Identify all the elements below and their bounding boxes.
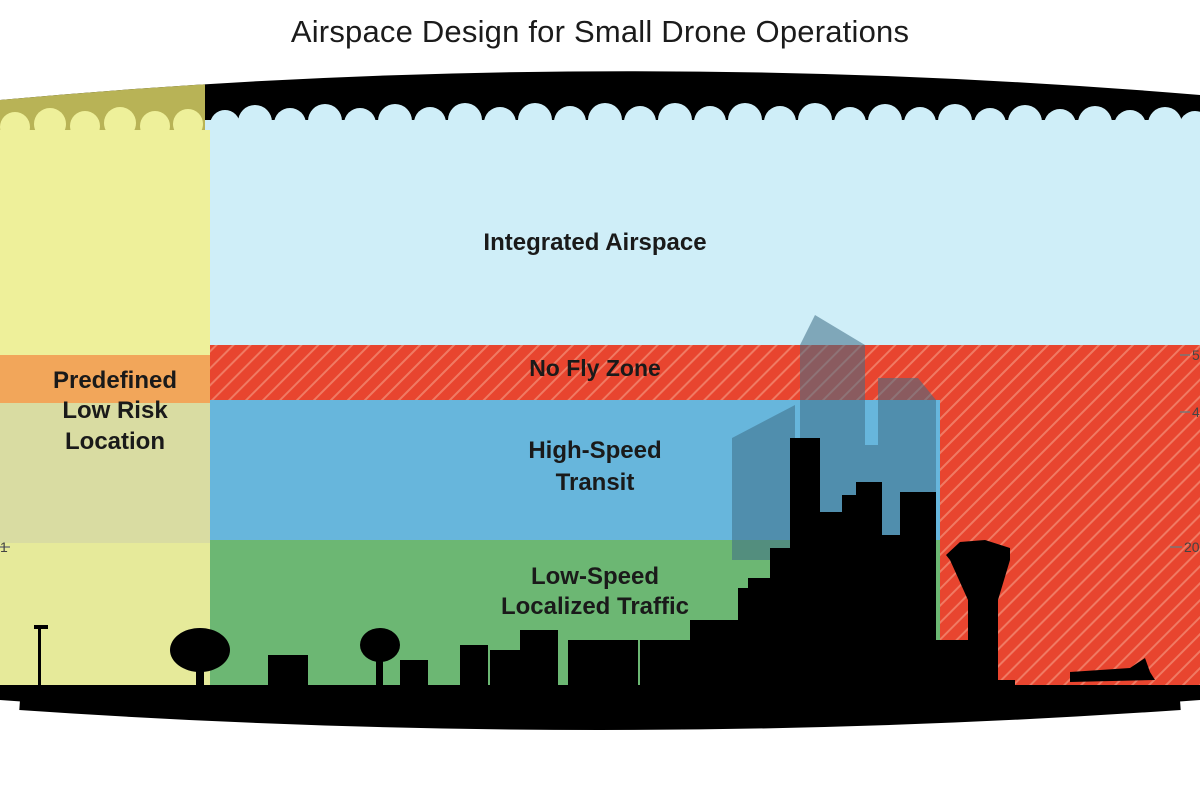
low-speed-label-line2: Localized Traffic [501,593,689,620]
low-risk-location-zone [0,130,210,355]
ground-band [19,690,1181,730]
low-risk-orange-band [0,355,210,403]
frame-bottom-edge [0,700,1200,800]
cloud-edge [210,103,1200,143]
low-risk-upper-band [0,71,205,130]
low-risk-label-line3: Location [65,428,165,455]
low-risk-label-line1: Predefined [53,367,177,394]
right-tick-20: 20 [1184,539,1200,555]
low-risk-label-line2: Low Risk [62,397,168,424]
right-tick-5: 5 [1192,347,1200,363]
integrated-airspace-zone [205,120,1200,355]
low-speed-label-line1: Low-Speed [531,563,659,590]
low-risk-mid-band [0,403,210,543]
integrated-airspace-label: Integrated Airspace [483,229,706,256]
diagram-title: Airspace Design for Small Drone Operatio… [290,14,910,49]
high-speed-label-line1: High-Speed [528,437,661,464]
high-speed-label-line2: Transit [556,469,635,496]
right-tick-4: 4 [1192,404,1200,420]
no-fly-zone-label: No Fly Zone [529,355,661,381]
left-tick-1: 1 [0,539,8,555]
